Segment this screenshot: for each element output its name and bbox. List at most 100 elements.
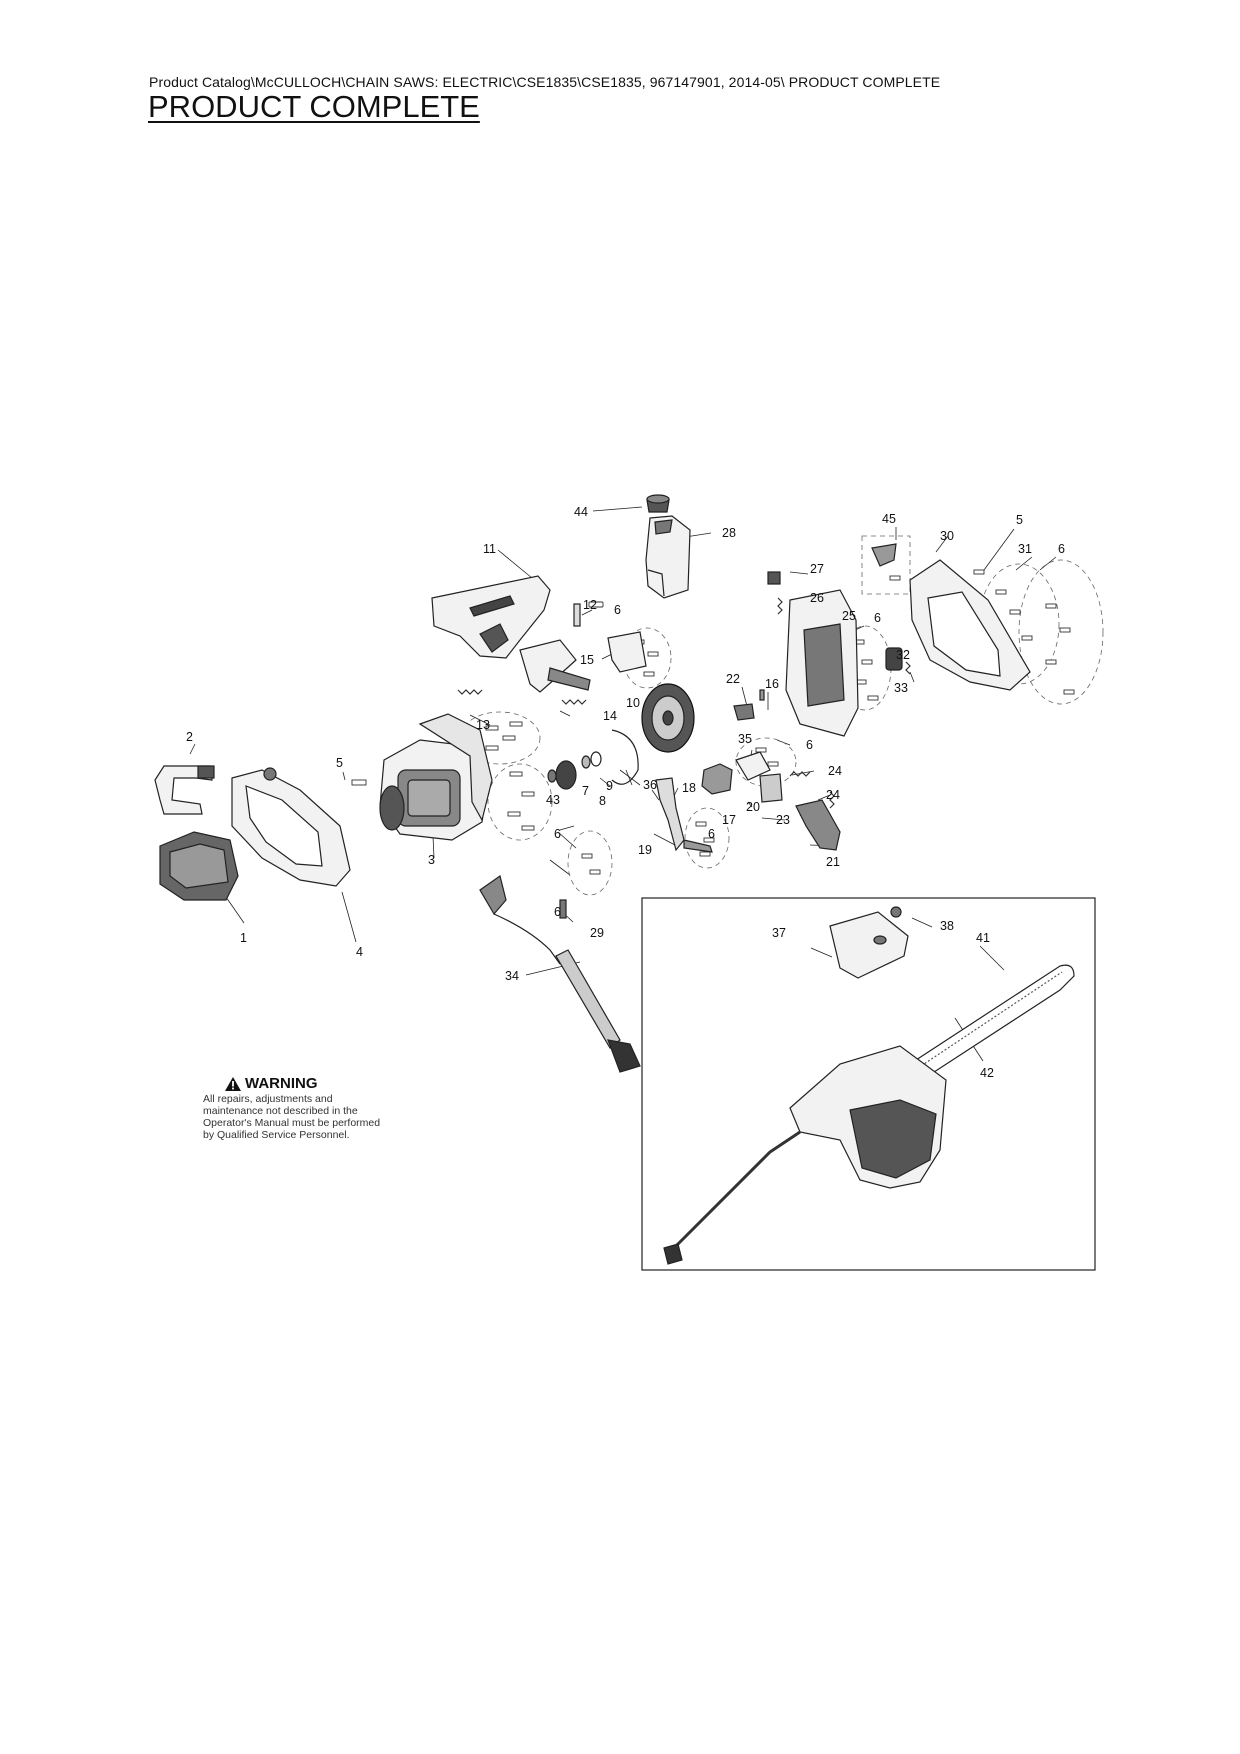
- callout-5a: 5: [1016, 513, 1023, 527]
- part-ring-9: [590, 751, 602, 767]
- callout-17: 17: [722, 813, 736, 827]
- part-chain-42: [917, 971, 1063, 1069]
- callout-14: 14: [603, 709, 617, 723]
- part-cord-34: [555, 949, 641, 1073]
- part-spring-24a: [789, 771, 811, 777]
- callout-18: 18: [682, 781, 696, 795]
- part-oil-cap: [646, 494, 670, 513]
- callout-24a: 24: [828, 764, 842, 778]
- callout-27: 27: [810, 562, 824, 576]
- part-latch-32: [885, 647, 903, 671]
- part-oil-tank: [645, 515, 691, 599]
- callout-7: 7: [582, 784, 589, 798]
- callout-6d: 6: [806, 738, 813, 752]
- part-lock-23: [759, 773, 783, 803]
- warning-triangle-icon: [225, 1077, 241, 1091]
- part-brake-linkage: [519, 639, 591, 693]
- callout-28: 28: [722, 526, 736, 540]
- callout-31: 31: [1018, 542, 1032, 556]
- callout-32: 32: [896, 648, 910, 662]
- part-hand-guard: [431, 575, 551, 659]
- callout-6f: 6: [708, 827, 715, 841]
- part-sprocket-43: [547, 760, 577, 790]
- warning-text: All repairs, adjustments and maintenance…: [203, 1093, 381, 1141]
- callout-34: 34: [505, 969, 519, 983]
- part-gear-housing-25: [785, 589, 859, 737]
- callout-43: 43: [546, 793, 560, 807]
- callout-5b: 5: [336, 756, 343, 770]
- part-spring-24b: [829, 791, 835, 809]
- callout-23: 23: [776, 813, 790, 827]
- part-motor-bracket: [418, 713, 493, 822]
- callout-11: 11: [483, 542, 496, 556]
- part-cover-1: [159, 831, 239, 901]
- callout-10: 10: [626, 696, 640, 710]
- callout-24b: 24: [826, 788, 840, 802]
- callout-15: 15: [580, 653, 594, 667]
- part-switch-block: [701, 751, 771, 795]
- part-pin-16: [759, 689, 765, 701]
- callout-6b: 6: [614, 603, 621, 617]
- part-pin-12: [573, 603, 581, 627]
- part-washer-8: [581, 755, 591, 769]
- callout-25: 25: [842, 609, 856, 623]
- part-trigger-19: [655, 777, 713, 853]
- part-gear-10: [641, 683, 695, 753]
- callout-4: 4: [356, 945, 363, 959]
- callout-6c: 6: [874, 611, 881, 625]
- part-motor-3: [379, 739, 489, 841]
- part-spring-33: [905, 661, 911, 675]
- callout-41: 41: [976, 931, 990, 945]
- callout-26: 26: [810, 591, 824, 605]
- callout-29: 29: [590, 926, 604, 940]
- warning-heading: WARNING: [225, 1076, 393, 1092]
- assembled-chainsaw: [663, 1045, 947, 1265]
- part-bracket-15: [607, 631, 647, 673]
- part-housing-4: [231, 767, 351, 887]
- part-cable-29: [559, 899, 567, 919]
- callout-22: 22: [726, 672, 740, 686]
- callout-33: 33: [894, 681, 908, 695]
- breadcrumb: Product Catalog\McCULLOCH\CHAIN SAWS: EL…: [149, 74, 941, 90]
- callout-3: 3: [428, 853, 435, 867]
- callout-30: 30: [940, 529, 954, 543]
- callout-8: 8: [599, 794, 606, 808]
- callout-35: 35: [738, 732, 752, 746]
- callout-1: 1: [240, 931, 247, 945]
- callout-6g: 6: [554, 905, 561, 919]
- callout-42: 42: [980, 1066, 994, 1080]
- part-brake-lever-45: [871, 543, 897, 567]
- callout-13: 13: [476, 718, 490, 732]
- callout-21: 21: [826, 855, 840, 869]
- callout-37: 37: [772, 926, 786, 940]
- part-clutch-cover-30: [909, 559, 1031, 691]
- part-bar-41: [915, 964, 1075, 1077]
- warning-notice: WARNING All repairs, adjustments and mai…: [203, 1076, 393, 1142]
- callout-36: 36: [643, 778, 657, 792]
- part-cover-37: [829, 911, 909, 979]
- part-band-36: [611, 729, 639, 785]
- callout-6e: 6: [554, 827, 561, 841]
- callout-45: 45: [882, 512, 896, 526]
- part-clip-22: [733, 703, 755, 721]
- hardware-groups: [459, 535, 1104, 896]
- inset-box: [641, 897, 1096, 1271]
- part-spring-26: [777, 597, 783, 615]
- part-wiring-harness: [479, 875, 561, 965]
- callout-16: 16: [765, 677, 779, 691]
- page-title: PRODUCT COMPLETE: [148, 89, 480, 124]
- callout-9: 9: [606, 779, 613, 793]
- callout-12: 12: [583, 598, 597, 612]
- callout-44: 44: [574, 505, 588, 519]
- callout-19: 19: [638, 843, 652, 857]
- callout-20: 20: [746, 800, 760, 814]
- callout-38: 38: [940, 919, 954, 933]
- callout-6a: 6: [1058, 542, 1065, 556]
- parts: [154, 494, 1075, 1265]
- part-spring-13: [457, 689, 483, 695]
- part-clip-27: [767, 571, 781, 585]
- callout-2: 2: [186, 730, 193, 744]
- callout-labels: 44 28 11 45 30 5 31 6 12 27 6 26 25 6 15…: [186, 505, 1065, 1080]
- part-trigger-21: [795, 799, 841, 851]
